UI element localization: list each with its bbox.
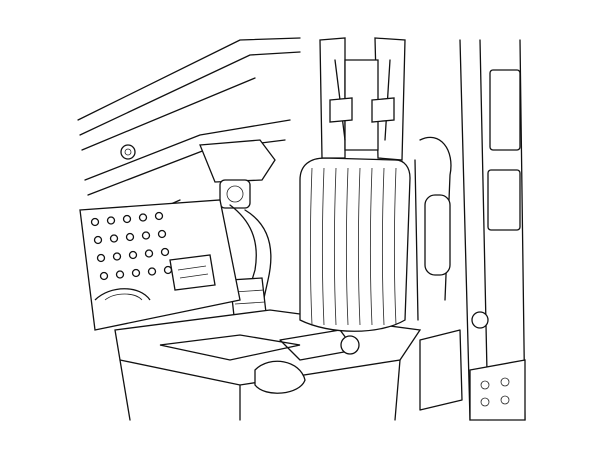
- console-knob: [154, 211, 164, 221]
- console-knob: [99, 271, 109, 281]
- headrest: [319, 37, 406, 161]
- console-knob: [144, 249, 154, 258]
- console-knob: [109, 234, 119, 243]
- seat-cushion-stripe: [346, 167, 349, 326]
- left-console: [79, 199, 241, 331]
- console-knob: [115, 270, 125, 279]
- console-knob: [106, 216, 116, 225]
- console-knob: [163, 265, 173, 275]
- console-knob: [128, 250, 138, 260]
- console-knob: [157, 229, 167, 239]
- seat-cushion-stripe: [310, 167, 313, 326]
- console-knob: [90, 217, 100, 227]
- seat-cushion-stripe: [370, 167, 373, 326]
- console-knob: [112, 252, 122, 261]
- seat-cushion-stripe: [322, 167, 325, 326]
- console-knob: [138, 213, 148, 222]
- seat-cushion-stripe: [382, 167, 385, 326]
- console-knob: [141, 231, 151, 240]
- console-knob: [125, 232, 135, 242]
- seat-cushion-stripe: [394, 167, 397, 326]
- right-wall: [419, 39, 526, 421]
- seat-back: [299, 157, 411, 332]
- console-knob: [131, 268, 141, 278]
- seat-cushion-stripe: [334, 167, 337, 326]
- console-knob: [147, 267, 157, 276]
- console-knob: [96, 253, 106, 263]
- oxygen-cylinder: [414, 136, 452, 321]
- console-knob: [122, 214, 132, 224]
- console-knob: [160, 247, 170, 257]
- equipment-cluster: [199, 139, 276, 335]
- console-knob: [93, 235, 103, 245]
- seat-cushion-stripe: [358, 167, 361, 326]
